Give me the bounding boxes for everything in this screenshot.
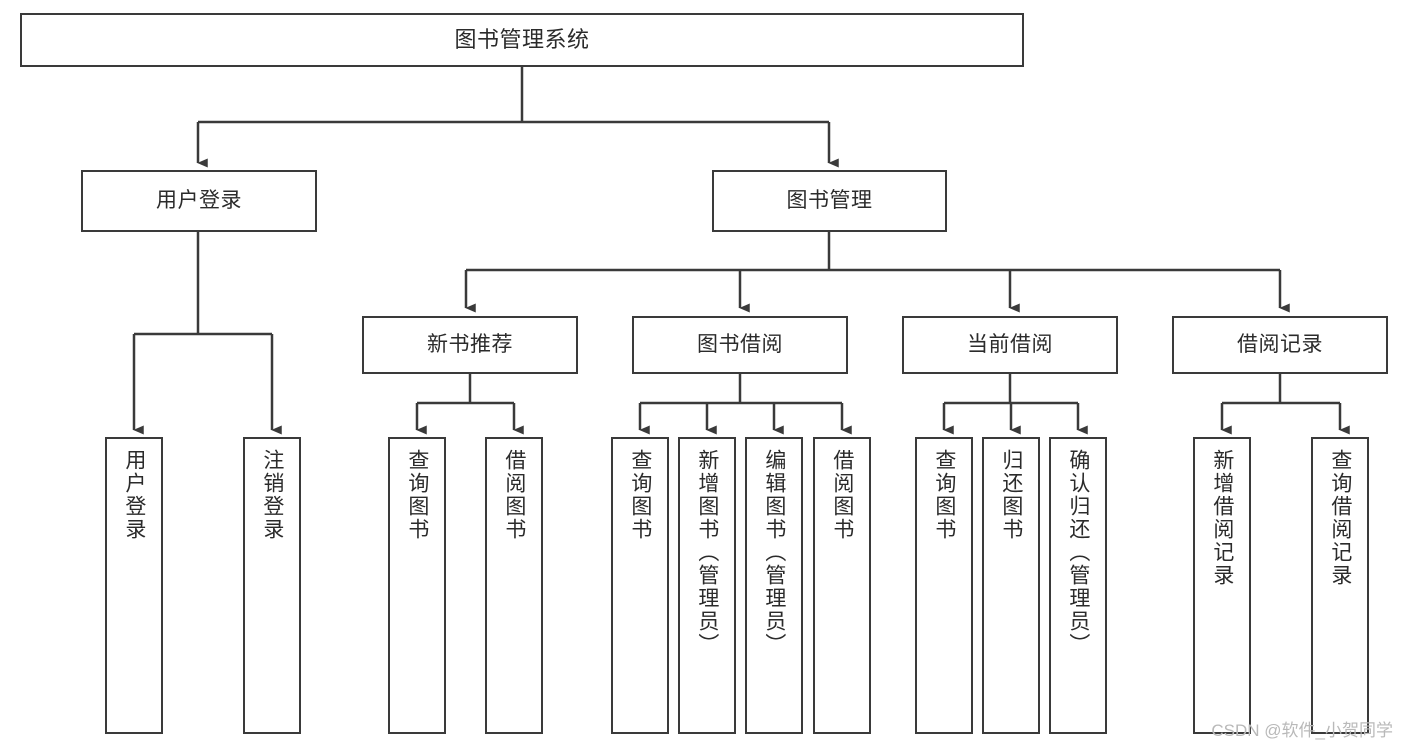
node-root-label: 图书管理系统	[454, 27, 590, 53]
leaf-book-borrow-edit[interactable]: 编辑图书（管理员）	[745, 437, 803, 734]
node-borrow-record-label: 借阅记录	[1237, 332, 1323, 356]
leaf-new-book-query-label: 查询图书	[405, 449, 429, 541]
node-book-manage[interactable]: 图书管理	[712, 170, 947, 232]
leaf-book-borrow-query[interactable]: 查询图书	[611, 437, 669, 734]
node-user-login-label: 用户登录	[156, 188, 242, 212]
leaf-user-login-logout[interactable]: 注销登录	[243, 437, 301, 734]
leaf-book-borrow-query-label: 查询图书	[628, 449, 652, 541]
leaf-current-borrow-query[interactable]: 查询图书	[915, 437, 973, 734]
leaf-borrow-record-add-label: 新增借阅记录	[1210, 449, 1234, 587]
node-book-manage-label: 图书管理	[786, 188, 873, 212]
leaf-current-borrow-confirm-label: 确认归还（管理员）	[1066, 449, 1090, 656]
leaf-borrow-record-query[interactable]: 查询借阅记录	[1311, 437, 1369, 734]
leaf-book-borrow-edit-label: 编辑图书（管理员）	[762, 449, 786, 656]
node-book-borrow-label: 图书借阅	[697, 332, 783, 356]
leaf-user-login-login[interactable]: 用户登录	[105, 437, 163, 734]
leaf-new-book-query[interactable]: 查询图书	[388, 437, 446, 734]
leaf-borrow-record-query-label: 查询借阅记录	[1328, 449, 1352, 587]
node-root[interactable]: 图书管理系统	[20, 13, 1024, 67]
leaf-user-login-logout-label: 注销登录	[260, 449, 284, 541]
leaf-current-borrow-confirm[interactable]: 确认归还（管理员）	[1049, 437, 1107, 734]
node-borrow-record[interactable]: 借阅记录	[1172, 316, 1388, 374]
leaf-borrow-record-add[interactable]: 新增借阅记录	[1193, 437, 1251, 734]
leaf-current-borrow-query-label: 查询图书	[932, 449, 956, 541]
node-new-book-recommend[interactable]: 新书推荐	[362, 316, 578, 374]
leaf-current-borrow-return[interactable]: 归还图书	[982, 437, 1040, 734]
leaf-book-borrow-add-label: 新增图书（管理员）	[695, 449, 719, 656]
leaf-book-borrow-borrow-label: 借阅图书	[830, 449, 854, 541]
node-user-login[interactable]: 用户登录	[81, 170, 317, 232]
leaf-new-book-borrow[interactable]: 借阅图书	[485, 437, 543, 734]
leaf-new-book-borrow-label: 借阅图书	[502, 449, 526, 541]
node-current-borrow-label: 当前借阅	[967, 332, 1053, 356]
leaf-book-borrow-borrow[interactable]: 借阅图书	[813, 437, 871, 734]
node-book-borrow[interactable]: 图书借阅	[632, 316, 848, 374]
leaf-book-borrow-add[interactable]: 新增图书（管理员）	[678, 437, 736, 734]
node-new-book-recommend-label: 新书推荐	[427, 332, 513, 356]
node-current-borrow[interactable]: 当前借阅	[902, 316, 1118, 374]
leaf-user-login-login-label: 用户登录	[122, 449, 146, 541]
leaf-current-borrow-return-label: 归还图书	[999, 449, 1023, 541]
